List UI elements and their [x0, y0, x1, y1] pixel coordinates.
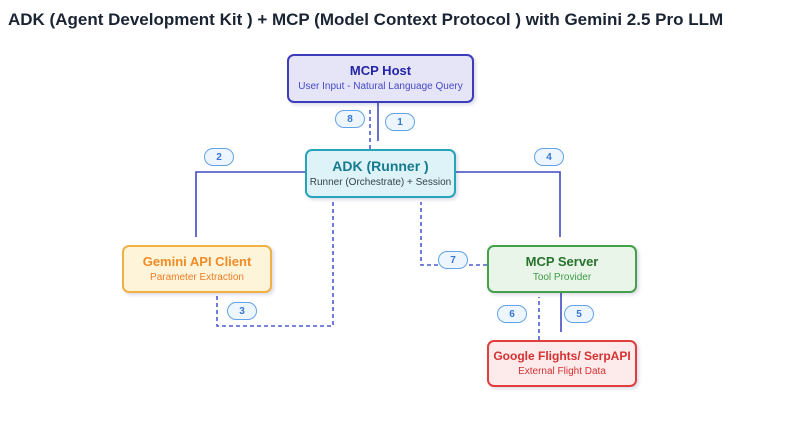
arrow-step4-runner-to-server-icon: [452, 171, 561, 237]
node-title: ADK (Runner ): [332, 157, 429, 174]
node-title: Google Flights/ SerpAPI: [493, 348, 631, 363]
node-title: MCP Host: [349, 63, 412, 79]
node-google-flights-serpapi: Google Flights/ SerpAPI External Flight …: [487, 340, 637, 387]
step-badge-2: 2: [204, 148, 234, 166]
step-badge-5: 5: [564, 305, 594, 323]
node-adk-runner: ADK (Runner ) Runner (Orchestrate) + Ses…: [305, 149, 456, 198]
node-mcp-host: MCP Host User Input - Natural Language Q…: [287, 54, 474, 103]
node-subtitle: Runner (Orchestrate) + Session: [309, 177, 452, 188]
node-gemini-api-client: Gemini API Client Parameter Extraction: [122, 245, 272, 293]
node-title: Gemini API Client: [142, 253, 252, 269]
node-mcp-server: MCP Server Tool Provider: [487, 245, 637, 293]
node-subtitle: User Input - Natural Language Query: [298, 81, 463, 93]
step-badge-6: 6: [497, 305, 527, 323]
step-badge-4: 4: [534, 148, 564, 166]
node-subtitle: Parameter Extraction: [150, 271, 244, 283]
step-badge-3: 3: [227, 302, 257, 320]
node-title: MCP Server: [525, 253, 599, 269]
arrow-step2-runner-to-gemini-icon: [195, 171, 305, 237]
arrow-step3-gemini-to-runner-icon: [216, 202, 334, 327]
step-badge-7: 7: [438, 251, 468, 269]
node-subtitle: External Flight Data: [518, 365, 606, 377]
step-badge-1: 1: [385, 113, 415, 131]
node-subtitle: Tool Provider: [532, 271, 592, 283]
diagram-title: ADK (Agent Development Kit ) + MCP (Mode…: [8, 10, 724, 29]
step-badge-8: 8: [335, 110, 365, 128]
